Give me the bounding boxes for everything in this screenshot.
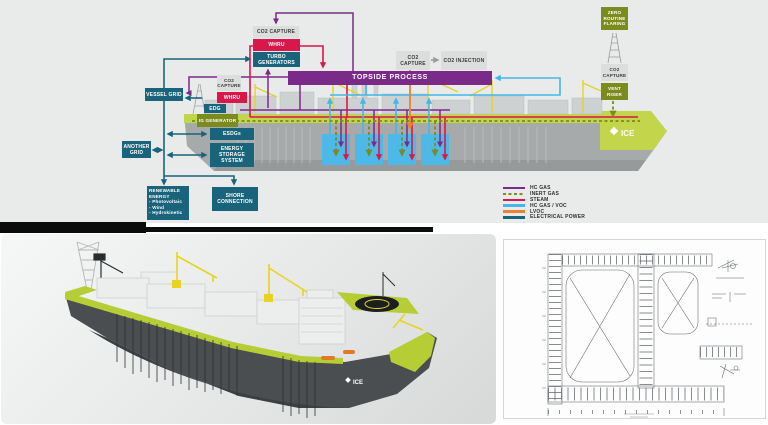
legend-swatch-electrical-power <box>503 216 525 219</box>
box-co2-capture-mid: CO2 CAPTURE <box>396 51 430 70</box>
flare-tower <box>607 32 622 64</box>
box-energy-storage-system: ENERGY STORAGE SYSTEM <box>210 143 254 167</box>
box-ig-generator: IG GENERATOR <box>197 114 238 127</box>
legend-item: INERT GAS <box>503 191 585 197</box>
box-co2-capture-top: CO2 CAPTURE <box>253 26 299 38</box>
box-shore-connection: SHORE CONNECTION <box>212 187 258 211</box>
renewable-energy-title: RENEWABLE ENERGY <box>149 188 181 199</box>
legend-swatch-hc-gas-voc <box>503 204 525 207</box>
box-whru-left: WHRU <box>217 92 247 103</box>
legend-label: ELECTRICAL POWER <box>530 214 586 221</box>
box-co2-capture-right: CO2 CAPTURE <box>601 64 628 81</box>
renewable-energy-item: - Hydrokinetic <box>149 210 183 215</box>
render-bow-mast <box>382 272 396 296</box>
box-renewable-energy: RENEWABLE ENERGY - Photovoltaic - Wind -… <box>147 186 189 220</box>
render-accommodation-decks <box>301 307 343 333</box>
separator-strip <box>0 222 146 233</box>
ice-logo-hull: ICE <box>345 377 363 386</box>
legend-item: ELECTRICAL POWER <box>503 214 585 220</box>
panel-structural-drawing <box>503 239 766 419</box>
separator-strip-thin <box>146 227 433 232</box>
legend-item: STEAM <box>503 197 585 203</box>
box-zero-routine-flaring: ZERO ROUTINE FLARING <box>601 7 628 30</box>
renewable-energy-item: - Wind <box>149 204 165 210</box>
box-co2-injection: CO2 INJECTION <box>441 51 487 70</box>
flow-inert-gas <box>192 101 640 157</box>
legend-swatch-hc-gas <box>503 186 525 190</box>
box-vent-riser: VENT RISER <box>601 83 628 100</box>
web-frame-drawing <box>542 253 752 418</box>
legend-swatch-inert-gas <box>503 192 525 196</box>
box-esdgs: ESDGs <box>210 128 254 140</box>
legend-item: HC GAS <box>503 185 585 191</box>
panel-top-diagram: ICE CO2 CAPTURE WHRU TURBO GENERATORS TO… <box>0 0 768 223</box>
render-lifeboats <box>321 350 355 360</box>
box-co2-capture-left: CO2 CAPTURE <box>217 75 241 91</box>
render-hull <box>65 286 437 408</box>
render-topside-modules <box>96 271 346 345</box>
fpso-3d-render: ICE <box>65 241 437 418</box>
flow-steam <box>249 45 638 161</box>
top-diagram-graphic: ICE <box>151 12 667 186</box>
legend-item: HC GAS / VOC <box>503 203 585 209</box>
legend-swatch-lvoc <box>503 210 525 213</box>
box-vessel-grid: VESSEL GRID <box>145 88 183 101</box>
render-crane-pedestals <box>172 280 273 302</box>
render-flare-tower <box>76 241 100 291</box>
render-cranes <box>176 252 424 331</box>
legend-label: LVOC <box>530 208 545 215</box>
ice-logo-text: ICE <box>621 129 635 138</box>
flow-legend: HC GAS INERT GAS STEAM HC GAS / VOC LVOC… <box>503 185 585 220</box>
legend-label: STEAM <box>530 196 549 203</box>
box-topside-process: TOPSIDE PROCESS <box>288 71 492 85</box>
legend-label: HC GAS <box>530 184 551 191</box>
render-stern-crane <box>93 253 124 280</box>
flow-hc-gas-voc <box>326 74 561 134</box>
render-helipad <box>337 292 419 314</box>
legend-swatch-steam <box>503 198 525 201</box>
legend-label: INERT GAS <box>530 190 560 197</box>
box-whru-top: WHRU <box>253 39 300 51</box>
renewable-energy-item: - Photovoltaic <box>149 199 183 204</box>
panel-fpso-render: ICE <box>1 234 496 424</box>
box-edg: EDG <box>204 104 226 113</box>
ice-logo-hull-text: ICE <box>353 380 363 386</box>
flow-electrical-power <box>151 55 252 186</box>
box-another-grid: ANOTHER GRID <box>122 141 151 158</box>
stern-tower <box>192 83 206 115</box>
legend-label: HC GAS / VOC <box>530 202 567 209</box>
legend-item: LVOC <box>503 209 585 215</box>
box-turbo-generators: TURBO GENERATORS <box>253 52 300 67</box>
render-riser-strings <box>116 314 316 418</box>
